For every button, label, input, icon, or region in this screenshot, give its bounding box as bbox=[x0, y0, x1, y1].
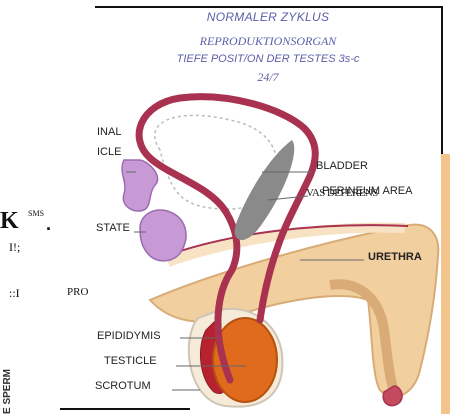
label-sperm-vertical: E SPERM bbox=[2, 369, 13, 414]
fragment-line-3: ::I bbox=[9, 286, 20, 301]
fragment-k: K bbox=[0, 208, 19, 235]
header-line-1: NORMALER ZYKLUS bbox=[95, 10, 441, 24]
header-line-2: REPRODUKTIONSORGAN bbox=[95, 34, 441, 49]
label-urethra: URETHRA bbox=[368, 251, 422, 263]
fragment-pro: PRO bbox=[67, 286, 88, 298]
label-vesicle: ICLE bbox=[97, 146, 121, 158]
prostate-shape bbox=[140, 210, 186, 261]
label-bladder: BLADDER bbox=[316, 160, 368, 172]
label-prostate: STATE bbox=[96, 222, 130, 234]
fragment-k-superscript: SMS bbox=[28, 209, 44, 218]
label-testicle: TESTICLE bbox=[104, 355, 157, 367]
label-epididymis: EPIDIDYMIS bbox=[97, 330, 161, 342]
label-seminal: INAL bbox=[97, 126, 121, 138]
fragment-line-2: I!; bbox=[9, 240, 20, 255]
label-perineum: PERINEUM AREA bbox=[322, 185, 412, 197]
fragment-dot: . bbox=[46, 214, 51, 235]
header-line-3: TIEFE POSIT/ON DER TESTES 3s-c bbox=[95, 53, 441, 65]
label-scrotum: SCROTUM bbox=[95, 380, 151, 392]
seminal-vesicle-shape bbox=[122, 160, 158, 211]
header-line-4: 24/7 bbox=[95, 70, 441, 85]
